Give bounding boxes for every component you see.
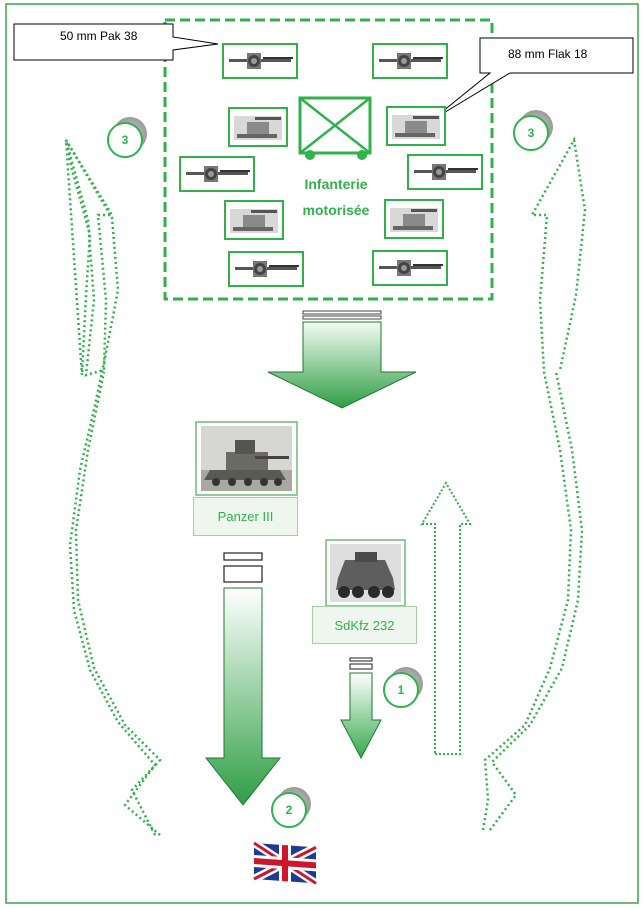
infantry-unit-icon xyxy=(298,96,372,160)
pak-gun-icon xyxy=(228,251,304,287)
uk-flag-icon xyxy=(251,839,319,887)
phase-circle-2 xyxy=(271,787,311,828)
phase-circle-3-right xyxy=(513,110,553,151)
pak-gun-icon xyxy=(372,250,448,286)
pak-gun-icon xyxy=(179,156,255,192)
flak-gun-icon xyxy=(384,199,444,239)
tank-icon xyxy=(195,421,298,496)
phase-number-3-left: 3 xyxy=(121,133,129,147)
phase-number-1: 1 xyxy=(397,683,405,697)
infantry-advance-arrow xyxy=(267,310,417,409)
flak-gun-icon xyxy=(228,107,288,147)
flak-callout-box xyxy=(431,37,634,121)
sdkfz-label: SdKfz 232 xyxy=(312,606,417,644)
left-flank-arrow xyxy=(64,139,161,836)
infantry-label-line1: Infanterie xyxy=(304,176,368,192)
retreat-arrow xyxy=(420,481,472,755)
right-flank-arrow xyxy=(481,136,587,831)
flak-gun-icon xyxy=(386,106,446,146)
infantry-label-line2: motorisée xyxy=(302,202,370,218)
outer-frame xyxy=(5,3,639,904)
phase-circle-1 xyxy=(383,667,423,708)
phase-number-3-right: 3 xyxy=(527,126,535,140)
pak-gun-icon xyxy=(372,43,448,79)
pak-callout-box xyxy=(13,23,219,61)
left-flank-arrowhead xyxy=(64,139,115,377)
armored-car-icon xyxy=(325,539,406,607)
flak-callout-label: 88 mm Flak 18 xyxy=(508,47,588,61)
pak-gun-icon xyxy=(407,154,483,190)
left-flank-body xyxy=(74,371,162,836)
pak-callout-label: 50 mm Pak 38 xyxy=(60,29,138,43)
right-flank-body xyxy=(488,371,584,831)
pak-gun-icon xyxy=(222,43,298,79)
phase-number-2: 2 xyxy=(285,803,293,817)
panzer-label: Panzer III xyxy=(193,497,298,536)
sdkfz-advance-arrow xyxy=(340,657,382,760)
infantry-zone-box xyxy=(163,18,494,301)
phase-circle-3-left xyxy=(107,117,147,158)
flak-gun-icon xyxy=(224,200,284,240)
panzer-advance-arrow xyxy=(204,552,282,806)
